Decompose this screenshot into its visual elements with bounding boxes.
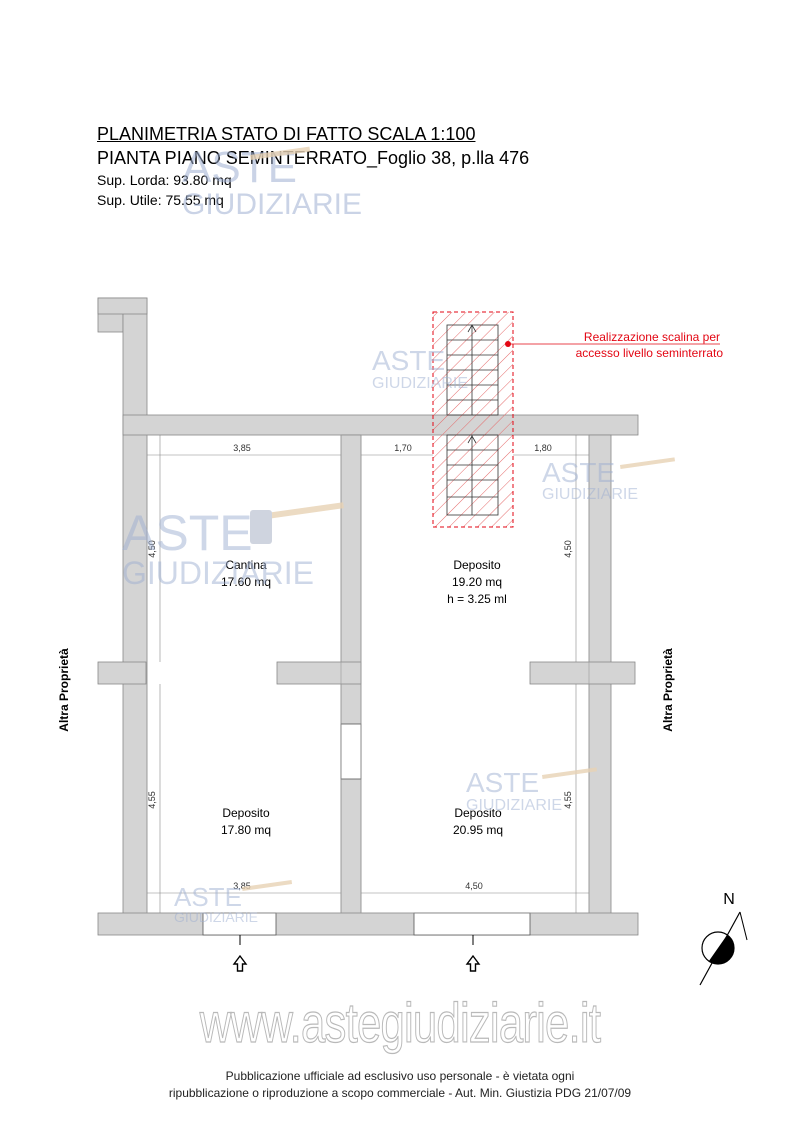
north-compass-icon: N xyxy=(699,891,748,986)
svg-text:GIUDIZIARIE: GIUDIZIARIE xyxy=(174,909,258,925)
watermark-group: ASTE GIUDIZIARIE ASTE GIUDIZIARIE ASTE G… xyxy=(122,345,638,925)
wall-top xyxy=(122,414,639,436)
room-deposito-1-name: Deposito xyxy=(453,558,501,572)
compass-label: N xyxy=(723,891,735,908)
internal-door xyxy=(340,723,362,780)
gross-area: Sup. Lorda: 93.80 mq xyxy=(97,172,232,188)
wall-mid-left-stub xyxy=(97,661,147,685)
room-deposito-3-name: Deposito xyxy=(454,806,502,820)
website-watermark: www.astegiudiziarie.it xyxy=(199,990,601,1054)
walls xyxy=(97,297,639,936)
neighbor-labels: Altra Proprietà Altra Proprietà xyxy=(57,648,675,732)
dim-left-lower: 4,55 xyxy=(147,791,157,809)
stair-hatch-area xyxy=(432,311,514,528)
plan-subtitle: PIANTA PIANO SEMINTERRATO_Foglio 38, p.l… xyxy=(97,148,530,168)
stair-annotation: Realizzazione scalina per accesso livell… xyxy=(505,330,723,360)
net-area: Sup. Utile: 75.55 mq xyxy=(97,192,224,208)
dimension-lines xyxy=(147,435,589,913)
dim-right-lower: 4,55 xyxy=(563,791,573,809)
dim-top-mid: 1,70 xyxy=(394,443,412,453)
svg-text:GIUDIZIARIE: GIUDIZIARIE xyxy=(182,188,362,221)
room-deposito-2-area: 17.80 mq xyxy=(221,823,271,837)
room-labels: Cantina 17.60 mq Deposito 19.20 mq h = 3… xyxy=(221,558,507,837)
neighbor-right: Altra Proprietà xyxy=(661,648,675,732)
svg-text:ASTE: ASTE xyxy=(182,143,297,192)
svg-text:GIUDIZIARIE: GIUDIZIARIE xyxy=(466,797,562,814)
footer-line1: Pubblicazione ufficiale ad esclusivo uso… xyxy=(225,1069,575,1083)
entrance-arrow-left-icon xyxy=(232,954,248,972)
svg-text:ASTE: ASTE xyxy=(466,767,539,798)
svg-text:GIUDIZIARIE: GIUDIZIARIE xyxy=(542,486,638,503)
dim-left-upper: 4,50 xyxy=(147,540,157,558)
room-deposito-1-height: h = 3.25 ml xyxy=(447,592,507,606)
wall-mid-center-left xyxy=(276,661,362,685)
svg-text:GIUDIZIARIE: GIUDIZIARIE xyxy=(122,555,314,591)
svg-text:ASTE: ASTE xyxy=(372,345,445,376)
room-cantina-area: 17.60 mq xyxy=(221,575,271,589)
window-right xyxy=(413,912,531,936)
entrance-arrow-right-icon xyxy=(465,954,481,972)
room-deposito-1-area: 19.20 mq xyxy=(452,575,502,589)
wall-left-outer xyxy=(122,297,148,924)
svg-text:ASTE: ASTE xyxy=(174,882,242,912)
svg-text:ASTE: ASTE xyxy=(122,505,253,561)
room-deposito-2-name: Deposito xyxy=(222,806,270,820)
annotation-line1: Realizzazione scalina per xyxy=(584,330,720,344)
watermark-hammers xyxy=(242,146,676,891)
footer-disclaimer: Pubblicazione ufficiale ad esclusivo uso… xyxy=(0,1068,800,1102)
dim-right-upper: 4,50 xyxy=(563,540,573,558)
staircase xyxy=(432,311,514,528)
entrance-arrows xyxy=(232,935,481,972)
wall-top-left-cap xyxy=(97,297,148,315)
svg-text:GIUDIZIARIE: GIUDIZIARIE xyxy=(372,375,468,392)
room-cantina-name: Cantina xyxy=(225,558,267,572)
dim-bottom-left: 3,85 xyxy=(233,881,251,891)
footer-line2: ripubblicazione o riproduzione a scopo c… xyxy=(168,1086,632,1100)
plan-title: PLANIMETRIA STATO DI FATTO SCALA 1:100 xyxy=(97,124,476,144)
plan-header: PLANIMETRIA STATO DI FATTO SCALA 1:100 P… xyxy=(97,122,529,210)
dimension-labels: 3,85 1,70 1,80 3,85 4,50 4,50 4,55 4,50 … xyxy=(147,443,573,891)
dim-top-left: 3,85 xyxy=(233,443,251,453)
annotation-line2: accesso livello seminterrato xyxy=(576,346,724,360)
room-deposito-3-area: 20.95 mq xyxy=(453,823,503,837)
dim-bottom-right: 4,50 xyxy=(465,881,483,891)
neighbor-left: Altra Proprietà xyxy=(57,648,71,732)
wall-mid-right xyxy=(529,661,636,685)
stair-arrow-up-icon xyxy=(467,324,477,333)
svg-text:ASTE: ASTE xyxy=(542,457,615,488)
dim-top-right: 1,80 xyxy=(534,443,552,453)
openings xyxy=(202,723,531,936)
